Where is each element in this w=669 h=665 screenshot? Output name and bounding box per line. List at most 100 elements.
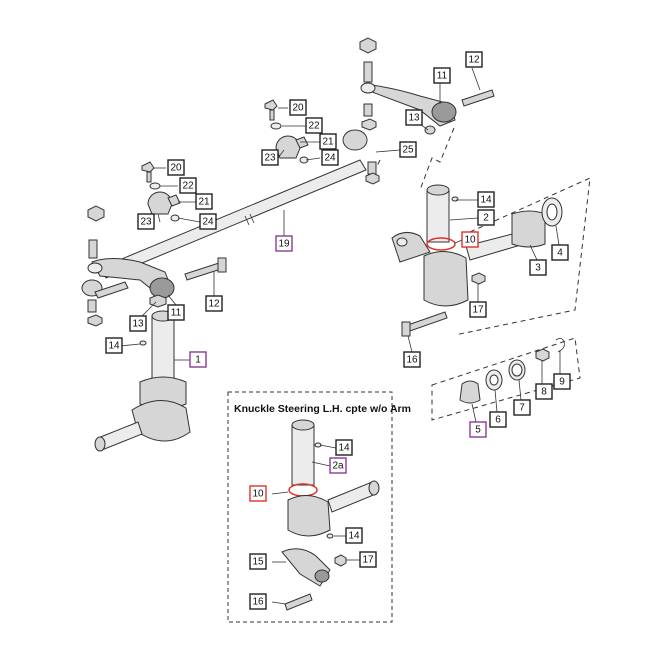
callout-3: 3 [529,259,547,276]
callout-number: 10 [464,235,476,246]
callout-7: 7 [513,399,531,416]
callout-box [289,99,307,116]
callout-19: 19 [275,235,293,252]
right-lower-bolt [401,272,486,337]
callout-box [535,383,553,400]
callout-box [319,133,337,150]
callout-box [189,351,207,368]
bearing-kit [459,338,565,404]
tie-rod-end [365,161,380,185]
callout-14: 14 [477,191,495,208]
callout-23: 23 [137,213,155,230]
leader-lines [119,67,561,605]
callout-box [477,209,495,226]
callout-number: 15 [252,557,264,568]
callout-24: 24 [321,149,339,166]
callout-14: 14 [105,337,123,354]
callout-box [405,109,423,126]
callout-box [167,159,185,176]
callout-box [305,117,323,134]
callout-4: 4 [551,244,569,261]
callout-number: 5 [475,425,481,436]
callout-box [249,553,267,570]
callout-16: 16 [249,593,267,610]
callout-2: 2 [477,209,495,226]
callout-box [137,213,155,230]
left-steering-arm [81,205,175,327]
right-steering-arm [359,37,495,135]
callout-22: 22 [305,117,323,134]
callout-number: 2a [332,461,344,472]
callout-number: 24 [324,153,336,164]
callout-number: 3 [535,263,541,274]
callout-1: 1 [189,351,207,368]
callout-box [553,373,571,390]
callout-box [275,235,293,252]
callout-number: 19 [278,239,290,250]
callout-box [205,295,223,312]
callout-box [199,213,217,230]
callout-number: 20 [292,103,304,114]
callout-9: 9 [553,373,571,390]
callout-number: 7 [519,403,525,414]
callout-17: 17 [359,551,377,568]
callout-21: 21 [195,193,213,210]
callout-number: 14 [338,443,350,454]
callout-box [335,439,353,456]
callout-number: 20 [170,163,182,174]
callout-22: 22 [179,177,197,194]
callout-number: 11 [437,71,448,82]
callout-box [249,485,267,502]
callout-number: 13 [132,319,144,330]
callout-number: 11 [171,308,182,319]
callout-number: 14 [108,341,120,352]
callout-13: 13 [405,109,423,126]
callout-number: 22 [182,181,194,192]
callout-box [359,551,377,568]
callout-16: 16 [403,351,421,368]
callout-14: 14 [335,439,353,456]
callout-number: 21 [198,197,210,208]
callout-10: 10 [461,231,479,248]
callout-number: 23 [140,217,152,228]
callout-number: 8 [541,387,547,398]
callout-number: 24 [202,217,214,228]
callout-number: 13 [408,113,420,124]
callout-box [461,231,479,248]
left-bolt [184,257,227,281]
callout-23: 23 [261,149,279,166]
callout-box [465,51,483,68]
callout-number: 21 [322,137,334,148]
callout-number: 2 [483,213,489,224]
callout-13: 13 [129,315,147,332]
callout-number: 12 [468,55,480,66]
callout-box [321,149,339,166]
callout-box [399,141,417,158]
callout-number: 16 [406,355,418,366]
callout-box [329,457,347,474]
callout-number: 14 [348,531,360,542]
inset-title: Knuckle Steering L.H. cpte w/o Arm [234,403,411,415]
callout-box [129,315,147,332]
callout-box [167,304,185,321]
callout-21: 21 [319,133,337,150]
callout-14: 14 [345,527,363,544]
callout-number: 17 [362,555,374,566]
callout-number: 1 [195,355,201,366]
callout-6: 6 [489,411,507,428]
callout-number: 4 [557,248,563,259]
callout-box [345,527,363,544]
callout-11: 11 [167,304,185,321]
callout-number: 23 [264,153,276,164]
callout-number: 22 [308,121,320,132]
inset-panel: Knuckle Steering L.H. cpte w/o Arm [227,391,411,623]
callout-box [261,149,279,166]
callout-15: 15 [249,553,267,570]
callout-box [489,411,507,428]
callout-10: 10 [249,485,267,502]
callout-12: 12 [205,295,223,312]
callout-box [105,337,123,354]
callout-25: 25 [399,141,417,158]
